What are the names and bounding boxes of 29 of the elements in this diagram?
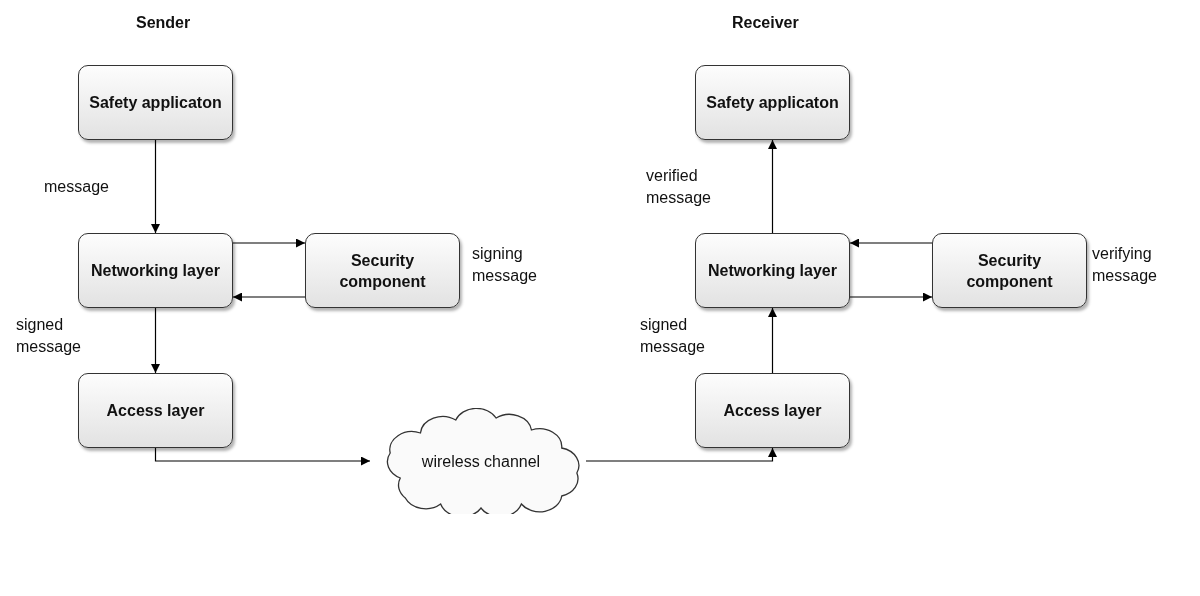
process-box [932, 233, 1087, 308]
box-label: Networking layer [91, 261, 220, 281]
arrow [151, 139, 160, 234]
process-box [78, 65, 233, 140]
column-heading: Sender [136, 14, 191, 32]
arrow [768, 307, 777, 374]
box-label: Networking layer [708, 261, 837, 281]
box-label: Safety applicaton [706, 93, 839, 113]
arrow [849, 238, 933, 248]
process-box [695, 233, 850, 308]
arrow [151, 307, 160, 374]
process-box [695, 65, 850, 140]
process-box [78, 373, 233, 448]
column-heading: Receiver [732, 14, 799, 32]
arrow [232, 238, 306, 248]
cloud-label: wireless channel [421, 451, 541, 472]
box-label: Safety applicaton [89, 93, 222, 113]
arrow [585, 447, 777, 462]
box-label: Access layer [106, 401, 205, 421]
arrow [154, 447, 371, 466]
process-box [78, 233, 233, 308]
process-box [695, 373, 850, 448]
process-box [305, 233, 460, 308]
box-label: Access layer [723, 401, 822, 421]
box-label: Security component [338, 250, 427, 292]
arrow [849, 292, 933, 302]
arrow [232, 292, 306, 302]
arrow [768, 139, 777, 234]
box-label: Security component [965, 250, 1054, 292]
